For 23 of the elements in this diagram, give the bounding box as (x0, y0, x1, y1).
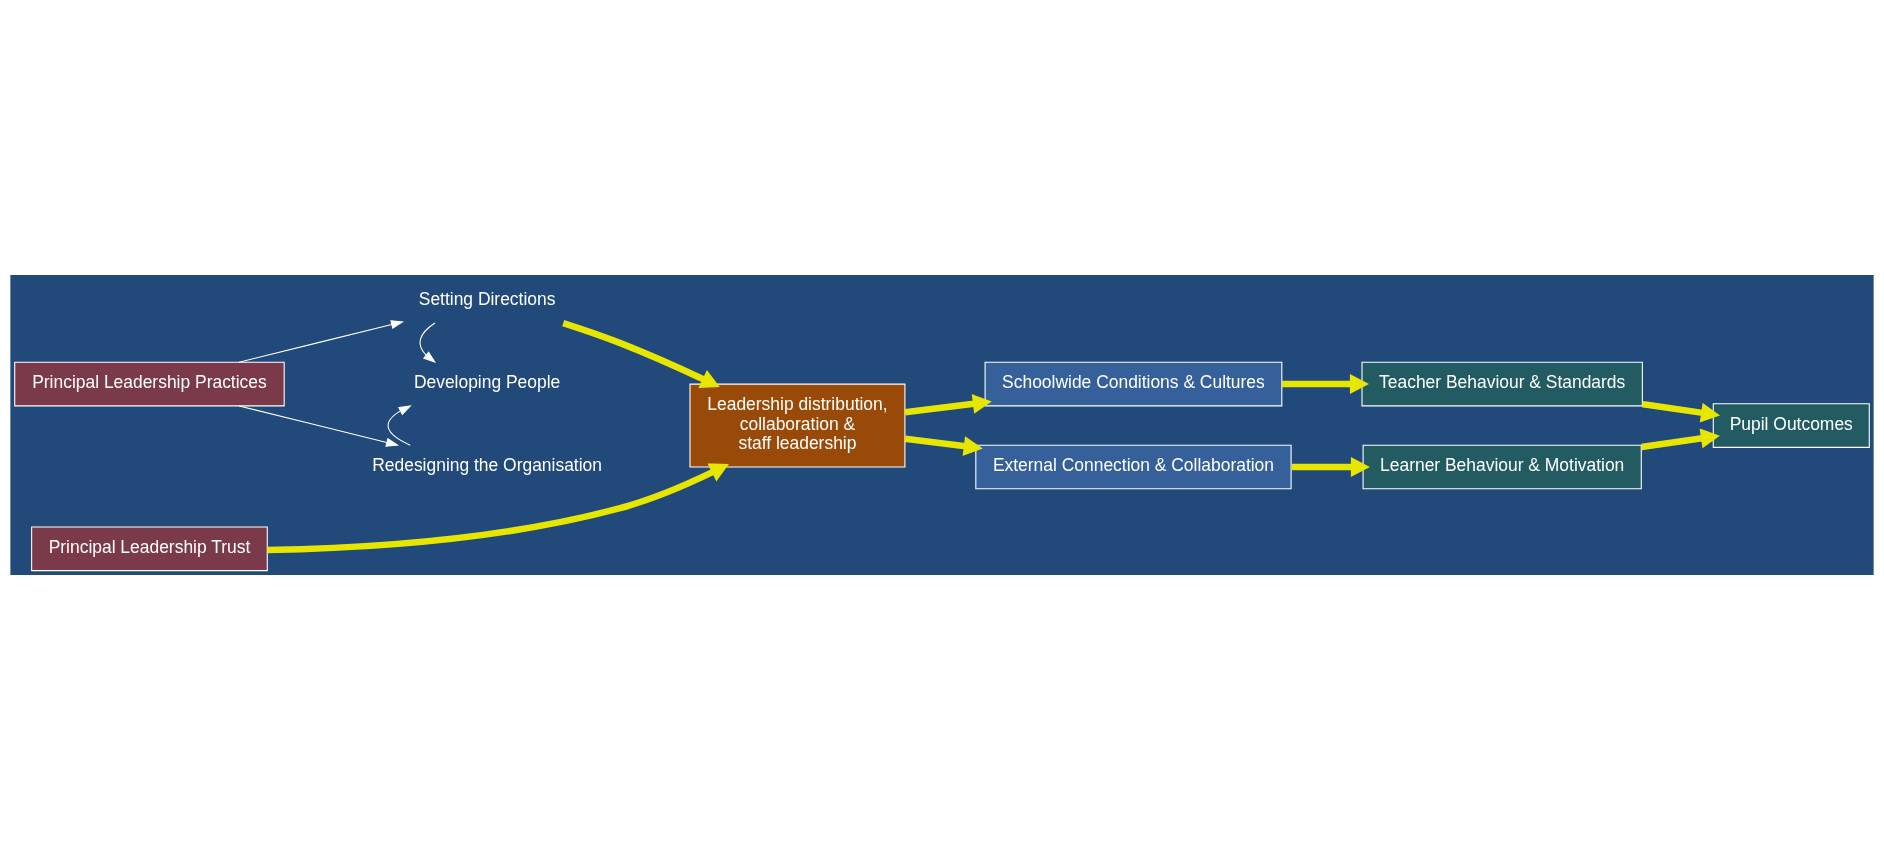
node-box: Teacher Behaviour & Standards (1361, 361, 1643, 407)
arrow (387, 405, 412, 446)
node-box: Pupil Outcomes (1712, 403, 1870, 448)
arrow (562, 319, 720, 388)
node-box: Leadership distribution, collaboration & staff leadership (689, 383, 906, 468)
node-box: Schoolwide Conditions & Cultures (984, 361, 1283, 407)
arrow (419, 322, 437, 364)
arrow (267, 463, 729, 554)
node-text: Developing People (413, 372, 561, 393)
node-box: Learner Behaviour & Motivation (1362, 444, 1642, 490)
arrow (238, 320, 404, 363)
node-text: Redesigning the Organisation (372, 455, 602, 476)
arrow (1642, 400, 1720, 423)
arrow (1282, 374, 1369, 395)
arrow (1291, 457, 1370, 477)
node-box: External Connection & Collaboration (975, 444, 1292, 490)
node-box: Principal Leadership Trust (31, 526, 268, 572)
arrow (904, 435, 983, 456)
arrow (238, 405, 400, 447)
node-text: Setting Directions (418, 289, 556, 310)
arrow (904, 393, 992, 416)
arrow (1641, 428, 1720, 451)
node-box: Principal Leadership Practices (14, 361, 285, 407)
